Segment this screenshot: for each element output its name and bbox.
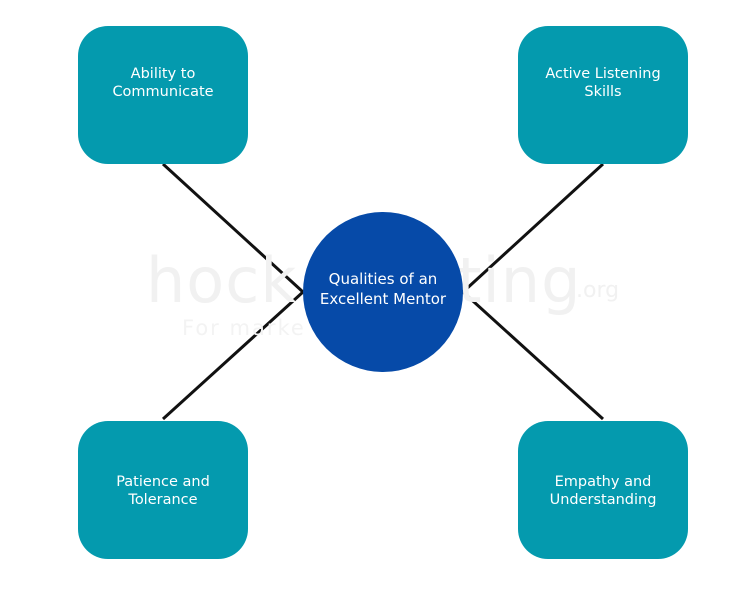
node-label: Empathy and Understanding <box>549 474 657 508</box>
node-patience-and-tolerance: Patience and Tolerance <box>78 421 248 559</box>
connector-bottom-left <box>161 290 305 421</box>
node-label: Patience and Tolerance <box>116 474 210 508</box>
node-active-listening-skills: Active Listening Skills <box>518 26 688 164</box>
connector-top-left <box>161 162 305 294</box>
node-label: Active Listening Skills <box>545 66 661 100</box>
connector-top-right <box>461 162 605 294</box>
connector-bottom-right <box>461 290 605 421</box>
node-label: Ability to Communicate <box>112 66 214 100</box>
node-empathy-and-understanding: Empathy and Understanding <box>518 421 688 559</box>
center-node: Qualities of an Excellent Mentor <box>303 212 463 372</box>
center-label: Qualities of an Excellent Mentor <box>319 270 447 308</box>
node-ability-to-communicate: Ability to Communicate <box>78 26 248 164</box>
